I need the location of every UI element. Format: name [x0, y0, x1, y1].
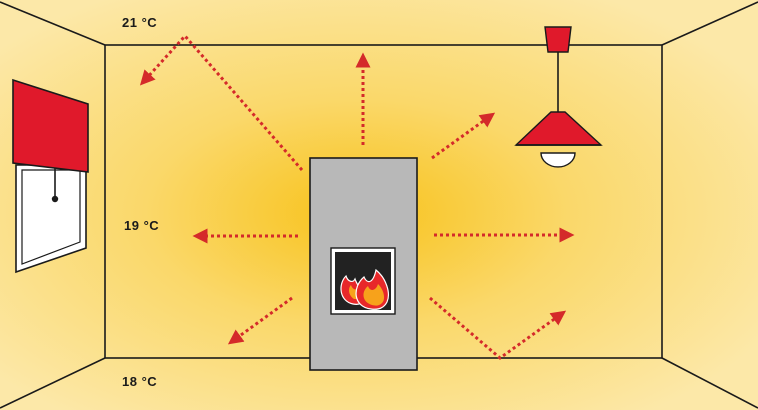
ceiling-edge-left	[0, 1, 106, 46]
temperature-label-top: 21 °C	[122, 15, 158, 30]
heat-arrow-icon	[429, 296, 567, 360]
heat-arrow-icon	[139, 33, 304, 171]
floor-edge-left	[0, 357, 106, 409]
ceiling-lamp-icon	[514, 26, 603, 168]
flame-icon	[340, 268, 389, 310]
floor-edge-right	[661, 357, 758, 409]
temperature-label-middle: 19 °C	[124, 218, 160, 233]
stove-icon	[309, 157, 418, 371]
temperature-label-bottom: 18 °C	[122, 374, 158, 389]
ceiling-edge-right	[661, 1, 758, 46]
blind-icon	[12, 78, 89, 173]
